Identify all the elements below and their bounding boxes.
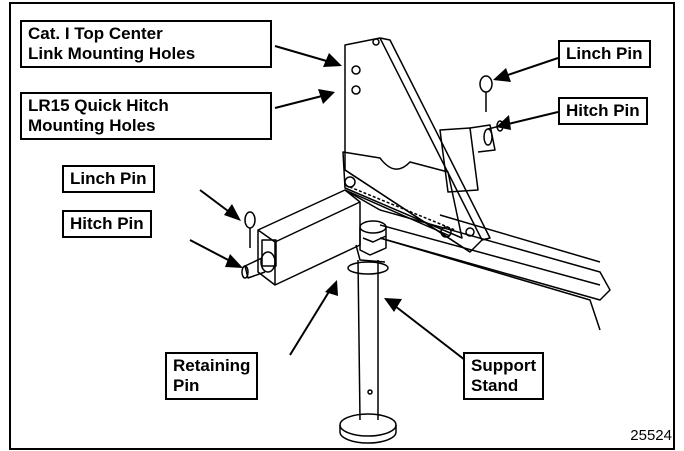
frame-rails bbox=[379, 209, 611, 331]
label-line: Retaining bbox=[173, 356, 251, 375]
figure-number: 25524 bbox=[630, 427, 672, 444]
tower-plate bbox=[344, 37, 491, 253]
label-hitch-pin-right: Hitch Pin bbox=[558, 97, 648, 125]
label-support-stand: Support Stand bbox=[463, 352, 545, 400]
label-retaining-pin: Retaining Pin bbox=[165, 352, 259, 400]
arm-crossbar bbox=[344, 189, 381, 211]
label-line: Mounting Holes bbox=[28, 116, 156, 135]
label-line: Hitch Pin bbox=[566, 101, 640, 120]
support-stand bbox=[339, 220, 397, 444]
label-line: Stand bbox=[471, 376, 519, 395]
label-lr15-hitch-holes: LR15 Quick Hitch Mounting Holes bbox=[20, 92, 272, 140]
label-hitch-pin-left: Hitch Pin bbox=[62, 210, 152, 238]
leader-lines bbox=[189, 45, 559, 361]
label-linch-pin-left: Linch Pin bbox=[62, 165, 155, 193]
label-line: Hitch Pin bbox=[70, 214, 144, 233]
label-line: Linch Pin bbox=[566, 44, 643, 63]
label-top-center-link-holes: Cat. I Top Center Link Mounting Holes bbox=[20, 20, 272, 68]
label-line: Pin bbox=[173, 376, 200, 395]
arrow-heads bbox=[224, 53, 511, 312]
label-linch-pin-right: Linch Pin bbox=[558, 40, 651, 68]
quick-hitch-plate bbox=[342, 151, 475, 239]
label-line: Support bbox=[471, 356, 537, 375]
label-line: Link Mounting Holes bbox=[28, 44, 196, 63]
label-line: Linch Pin bbox=[70, 169, 147, 188]
label-line: Cat. I Top Center bbox=[28, 24, 163, 43]
label-line: LR15 Quick Hitch bbox=[28, 96, 169, 115]
